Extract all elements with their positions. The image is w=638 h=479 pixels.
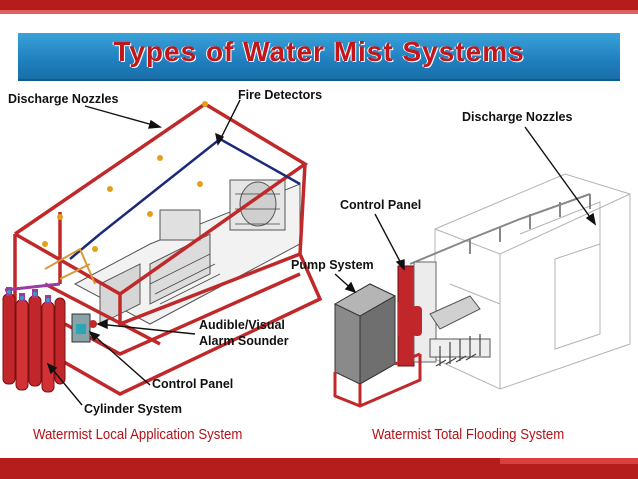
label-control-panel-right: Control Panel xyxy=(340,198,422,212)
label-pump-system: Pump System xyxy=(291,258,374,272)
local-application-illustration xyxy=(2,99,323,406)
label-control-panel-left: Control Panel xyxy=(152,377,234,391)
diagram-area: Discharge Nozzles Fire Detectors Audible… xyxy=(0,84,638,454)
caption-local-application: Watermist Local Application System xyxy=(33,426,243,443)
label-cylinder-system: Cylinder System xyxy=(84,402,182,416)
bottom-bar xyxy=(0,458,638,479)
top-bar xyxy=(0,0,638,14)
total-flooding-illustration xyxy=(333,126,631,408)
caption-total-flooding: Watermist Total Flooding System xyxy=(372,426,565,443)
cylinder-bank xyxy=(2,282,66,393)
label-audible-visual: Audible/Visual xyxy=(199,318,285,332)
label-discharge-nozzles-right: Discharge Nozzles xyxy=(462,110,573,124)
slide-title: Types of Water Mist Systems xyxy=(113,36,525,67)
label-alarm-sounder: Alarm Sounder xyxy=(199,334,289,348)
title-band: Types of Water Mist Systems xyxy=(18,33,620,81)
diagram-illustration xyxy=(2,99,631,408)
bottom-bar-accent xyxy=(500,458,638,464)
label-fire-detectors: Fire Detectors xyxy=(238,88,323,102)
top-bar-shine xyxy=(0,10,638,14)
label-discharge-nozzles-left: Discharge Nozzles xyxy=(8,92,119,106)
